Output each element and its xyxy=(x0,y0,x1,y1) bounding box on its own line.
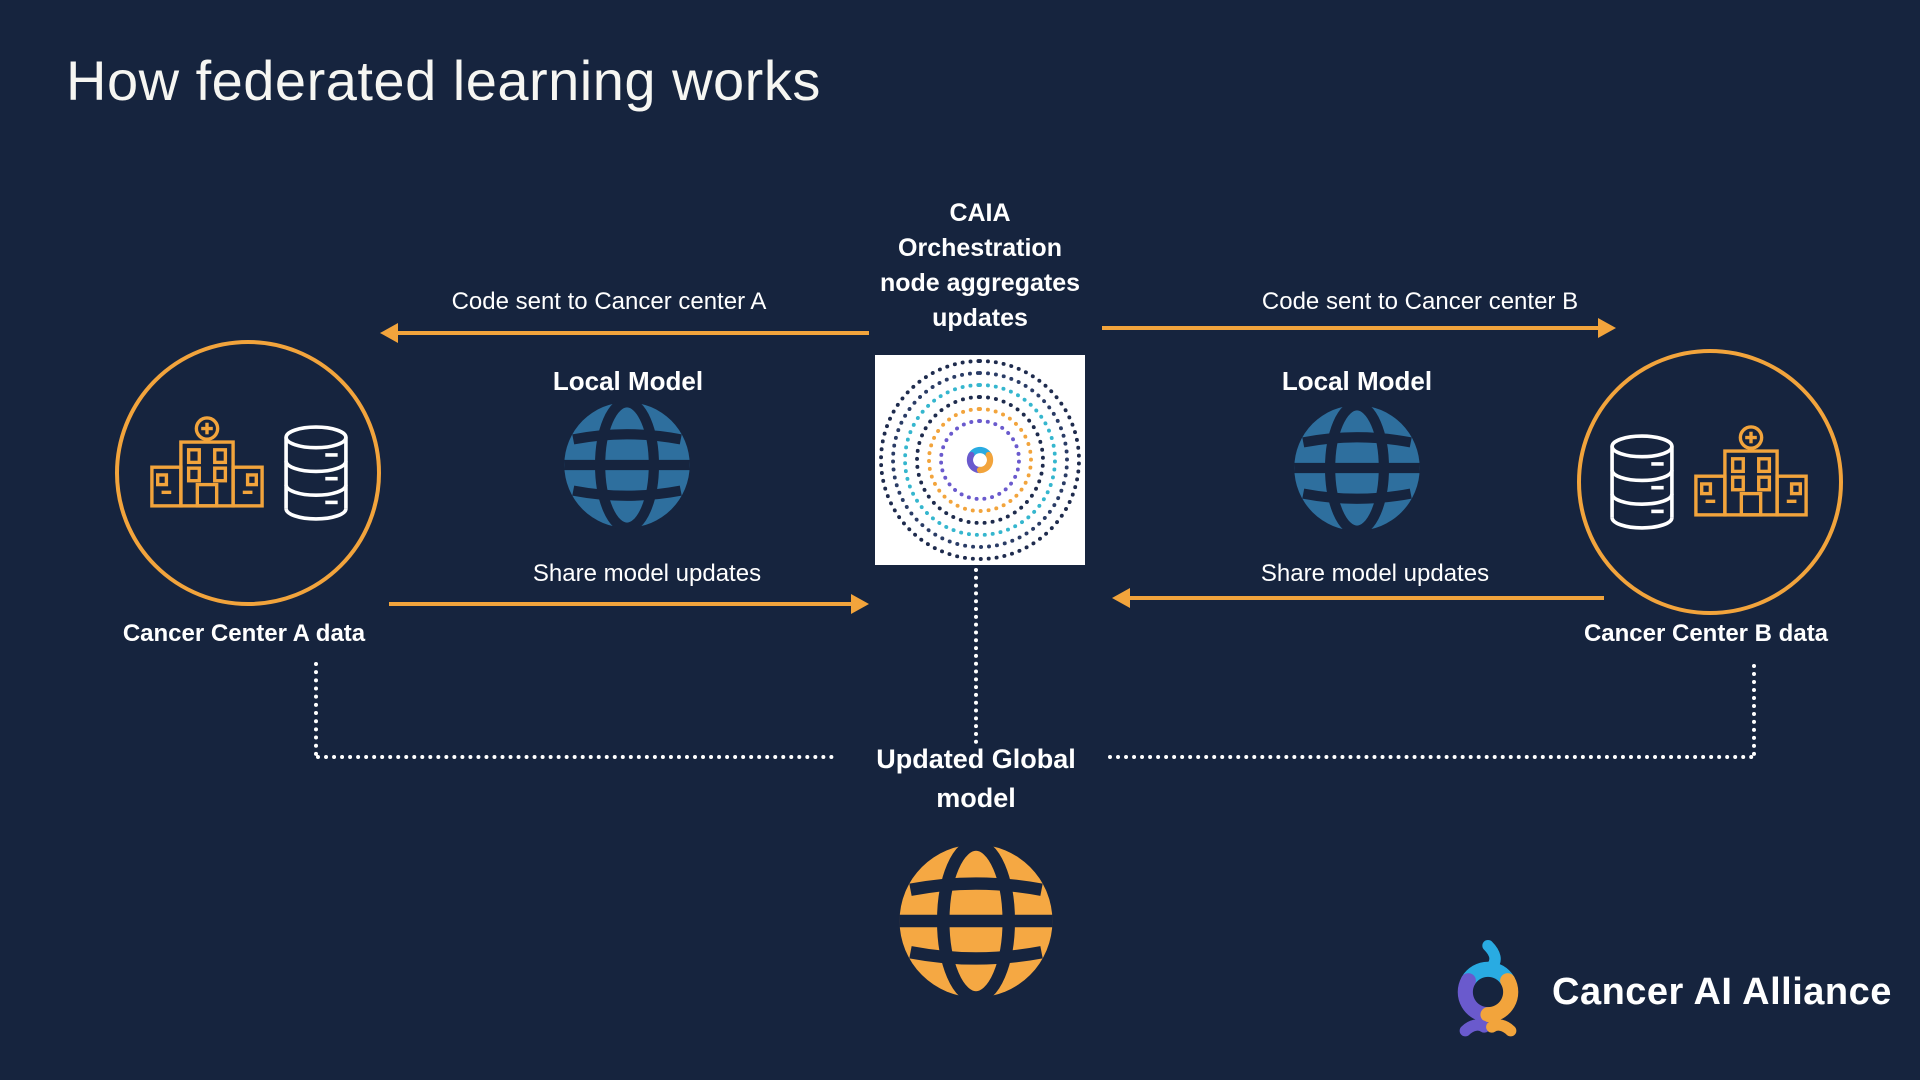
dotted-connector-center xyxy=(974,568,978,744)
dotted-connector-left-horizontal xyxy=(316,755,834,759)
dotted-connector-right-vertical xyxy=(1752,664,1756,756)
dotted-ring xyxy=(939,419,1021,501)
dotted-connector-right-horizontal xyxy=(1108,755,1754,759)
arrow-share-updates-left-icon xyxy=(389,594,869,614)
label-code-to-b: Code sent to Cancer center B xyxy=(1261,288,1579,315)
arrow-share-updates-right-icon xyxy=(1112,588,1604,608)
dotted-ring xyxy=(879,359,1081,561)
local-model-globe-icon-left xyxy=(563,401,691,529)
dotted-connector-left-vertical xyxy=(314,662,318,756)
label-share-right: Share model updates xyxy=(1260,560,1490,587)
dotted-ring xyxy=(915,395,1045,525)
caia-dotted-rings-logo xyxy=(879,359,1081,561)
local-model-globe-icon-right xyxy=(1293,404,1421,532)
updated-global-model-label: Updated Global model xyxy=(876,744,1076,813)
hospital-icon xyxy=(1687,424,1815,540)
label-code-to-a: Code sent to Cancer center A xyxy=(451,288,767,315)
database-icon xyxy=(1605,433,1679,531)
global-model-globe-icon xyxy=(898,843,1054,999)
dotted-ring xyxy=(927,407,1033,513)
cancer-center-b-label: Cancer Center B data xyxy=(1583,620,1829,647)
cancer-center-a xyxy=(115,340,381,606)
hospital-icon xyxy=(143,415,271,531)
page-title: How federated learning works xyxy=(66,49,821,112)
local-model-label-right: Local Model xyxy=(1281,366,1433,396)
cancer-center-b xyxy=(1577,349,1843,615)
dotted-ring xyxy=(891,371,1069,549)
caia-orchestration-node xyxy=(875,355,1085,565)
arrow-code-to-center-b-icon xyxy=(1102,318,1616,338)
cancer-ai-alliance-logo-icon xyxy=(1438,940,1538,1044)
label-share-left: Share model updates xyxy=(532,560,762,587)
arrow-code-to-center-a-icon xyxy=(380,323,869,343)
local-model-label-left: Local Model xyxy=(552,366,704,396)
cancer-center-a-label: Cancer Center A data xyxy=(122,620,366,647)
caia-node-label: CAIA Orchestration node aggregates updat… xyxy=(879,199,1081,332)
dotted-ring xyxy=(903,383,1057,537)
brand-name: Cancer AI Alliance xyxy=(1552,970,1892,1013)
brand-lockup: Cancer AI Alliance xyxy=(1438,940,1892,1044)
database-icon xyxy=(279,424,353,522)
caia-hands-icon xyxy=(957,437,1003,483)
